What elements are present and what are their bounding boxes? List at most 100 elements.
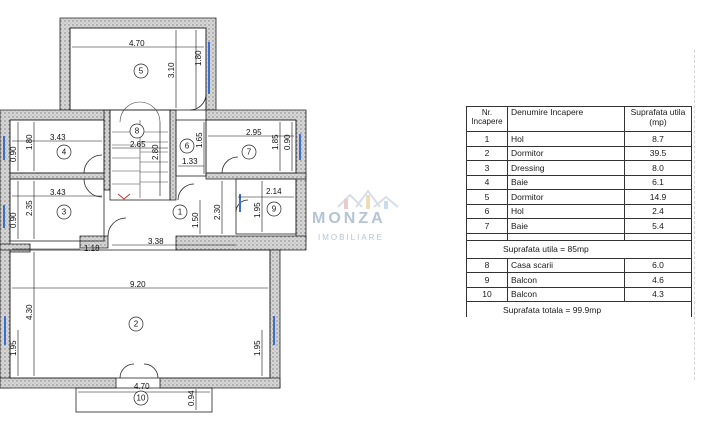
dim-label: 3.10 (167, 62, 176, 78)
cell-area: 8.7 (624, 131, 692, 147)
dim-label: 2.35 (25, 200, 34, 216)
room-marker: 6 (179, 138, 195, 154)
cell-nr: 7 (466, 218, 508, 234)
cell-name: Dressing (507, 160, 625, 176)
cell-nr: 2 (466, 145, 508, 161)
cell-nr: 9 (466, 272, 508, 288)
dim-label: 1.50 (191, 212, 200, 228)
dim-label: 1.33 (182, 157, 198, 166)
cell-nr: 6 (466, 203, 508, 219)
cell-area: 14.9 (624, 189, 692, 205)
dim-label: 1.80 (194, 50, 203, 66)
room-marker: 4 (56, 144, 72, 160)
dim-label: 4.30 (25, 304, 34, 320)
cell-nr: 4 (466, 174, 508, 190)
cell-area: 39.5 (624, 145, 692, 161)
total-row: Suprafata totala = 99.9mp (466, 301, 692, 317)
cell-name: Hol (507, 203, 625, 219)
dim-label: 1.80 (25, 134, 34, 150)
room-marker-label: 4 (62, 148, 67, 157)
room-marker-label: 5 (139, 67, 144, 76)
watermark-tagline: IMOBILIARE (318, 233, 384, 242)
cell-nr: 10 (466, 286, 508, 302)
room-marker-label: 8 (135, 127, 140, 136)
header-nr: Nr. Incapere (466, 106, 508, 132)
room-marker: 8 (129, 123, 145, 139)
room-marker: 5 (133, 63, 149, 79)
room-marker: 7 (241, 144, 257, 160)
cell-area: 8.0 (624, 160, 692, 176)
dim-label: 1.85 (271, 134, 280, 150)
dim-label: 0.94 (187, 390, 196, 406)
dim-label: 1.95 (253, 202, 262, 218)
subtotal-text: Suprafata utila = 85mp (466, 239, 692, 259)
cell-area: 6.1 (624, 174, 692, 190)
room-marker-label: 9 (272, 205, 277, 214)
subtotal-row: Suprafata utila = 85mp (466, 239, 692, 259)
table-header-row: Nr. Incapere Denumire Incapere Suprafata… (466, 106, 692, 132)
dim-label: 1.95 (9, 340, 18, 356)
cell-nr: 3 (466, 160, 508, 176)
header-name: Denumire Incapere (507, 106, 625, 132)
room-area-table: Nr. Incapere Denumire Incapere Suprafata… (466, 106, 692, 317)
table-spacer-row (466, 232, 692, 241)
cell-name: Dormitor (507, 189, 625, 205)
room-marker-label: 3 (62, 208, 67, 217)
cell-name: Baie (507, 218, 625, 234)
cell-area: 6.0 (624, 257, 692, 273)
cell-name: Casa scarii (507, 257, 625, 273)
room-markers: 1 2 3 4 5 6 7 8 9 10 (56, 63, 282, 406)
dim-label: 0.90 (9, 146, 18, 162)
header-area: Suprafata utila (mp) (624, 106, 692, 132)
dim-label: 1.65 (195, 132, 204, 148)
page-margin-line (694, 50, 695, 380)
dim-label: 0.90 (283, 134, 292, 150)
dim-label: 1.95 (253, 340, 262, 356)
dim-label: 3.43 (50, 133, 66, 142)
cell-name: Dormitor (507, 145, 625, 161)
room-marker: 2 (128, 316, 144, 332)
windows (3, 42, 301, 345)
cell-area: 2.4 (624, 203, 692, 219)
cell-area: 4.6 (624, 272, 692, 288)
dim-label: 3.38 (148, 237, 164, 246)
dim-label: 0.90 (9, 212, 18, 228)
stair-arrow-icon (117, 193, 131, 200)
cell-name: Balcon (507, 286, 625, 302)
room-marker-label: 10 (137, 394, 146, 403)
cell-name: Baie (507, 174, 625, 190)
dim-label: 1.18 (84, 244, 100, 253)
cell-nr: 8 (466, 257, 508, 273)
dim-label: 3.43 (50, 188, 66, 197)
dimension-lines (12, 30, 294, 410)
dim-label: 4.70 (134, 382, 150, 391)
cell-area: 5.4 (624, 218, 692, 234)
total-text: Suprafata totala = 99.9mp (466, 301, 692, 317)
room-marker: 9 (266, 201, 282, 217)
dim-label: 2.80 (151, 144, 160, 160)
dim-label: 9.20 (130, 280, 146, 289)
dim-label: 2.95 (246, 128, 262, 137)
cell-name: Balcon (507, 272, 625, 288)
room-marker-label: 1 (178, 208, 183, 217)
room-marker-label: 7 (247, 148, 252, 157)
room-marker: 10 (133, 390, 149, 406)
interior-lines (9, 27, 297, 413)
room-marker-label: 2 (134, 320, 139, 329)
cell-nr: 1 (466, 131, 508, 147)
cell-name: Hol (507, 131, 625, 147)
watermark-logo-icon (337, 189, 399, 209)
